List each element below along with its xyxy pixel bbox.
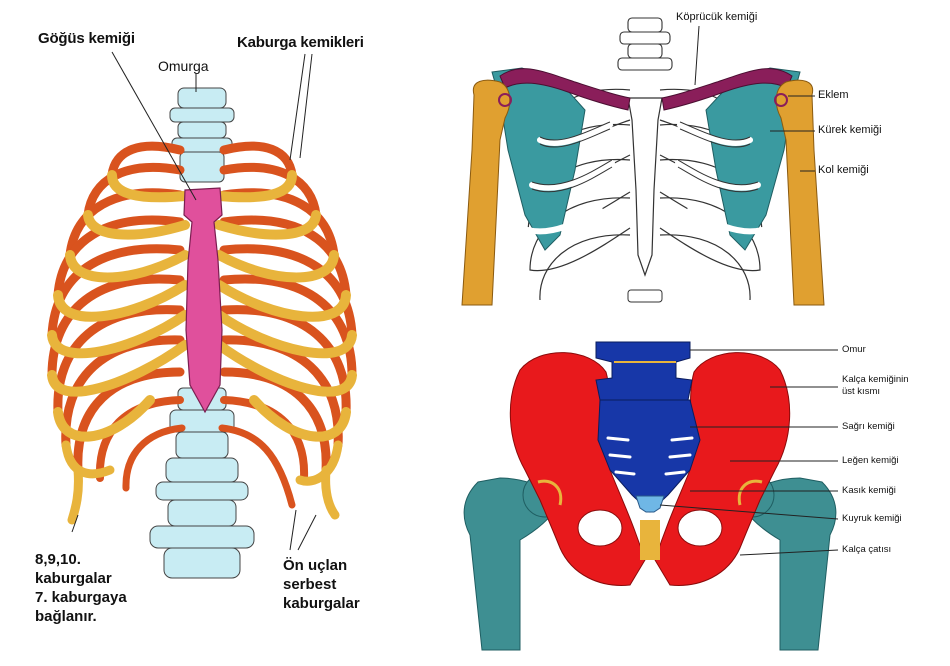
- right-acetabulum: [737, 479, 763, 506]
- label-vertebra: Omur: [842, 344, 866, 355]
- left-obturator-foramen: [577, 509, 623, 547]
- label-sacrum: Sağrı kemiği: [842, 421, 895, 432]
- pelvis-leader-lines: [659, 349, 839, 556]
- shoulder-diagram: [461, 17, 825, 306]
- pelvis-diagram: [463, 341, 839, 651]
- label-pelvis: Leğen kemiği: [842, 455, 899, 466]
- ribcage-leader-lines: [71, 51, 317, 551]
- right-humerus: [775, 79, 825, 306]
- label-scapula: Kürek kemiği: [818, 124, 882, 136]
- label-hip-socket: Kalça çatısı: [842, 544, 892, 555]
- coccyx: [635, 495, 665, 513]
- spine-column: [149, 87, 255, 579]
- left-clavicle: [499, 68, 631, 111]
- label-humerus: Kol kemiği: [818, 164, 869, 176]
- right-clavicle: [661, 68, 793, 111]
- right-shoulder-joint: [774, 93, 788, 107]
- label-iliac-crest: Kalça kemiğinin üst kısmı: [842, 374, 909, 397]
- sternum: [183, 187, 223, 414]
- left-shoulder-joint: [498, 93, 512, 107]
- sacral-foramina: [606, 436, 694, 476]
- shoulder-leader-lines: [694, 25, 815, 172]
- left-costal-cartilage: [47, 170, 190, 525]
- ribcage-diagram: [47, 51, 357, 579]
- label-sternum: Göğüs kemiği: [38, 30, 135, 47]
- label-coccyx: Kuyruk kemiği: [842, 513, 902, 524]
- left-humerus: [461, 79, 511, 306]
- thorax-sternum: [627, 97, 663, 277]
- label-clavicle: Köprücük kemiği: [676, 11, 758, 23]
- label-joint: Eklem: [818, 89, 849, 101]
- left-acetabulum: [537, 479, 563, 506]
- right-costal-cartilage: [214, 170, 357, 520]
- right-obturator-foramen: [677, 509, 723, 547]
- label-ribs-8-9-10: 8,9,10. kaburgalar 7. kaburgaya bağlanır…: [35, 551, 127, 625]
- label-floating-ribs: Ön uçlan serbest kaburgalar: [283, 557, 360, 612]
- scapula-rib-overlay-edges: [531, 121, 759, 193]
- lumbar-vertebra: [595, 341, 693, 401]
- right-femur: [739, 477, 837, 651]
- scapula-rib-overlay: [525, 122, 765, 235]
- pubic-symphysis: [640, 520, 660, 560]
- label-spine: Omurga: [158, 58, 209, 74]
- label-pubis: Kasık kemiği: [842, 485, 896, 496]
- label-ribs: Kaburga kemikleri: [237, 34, 364, 51]
